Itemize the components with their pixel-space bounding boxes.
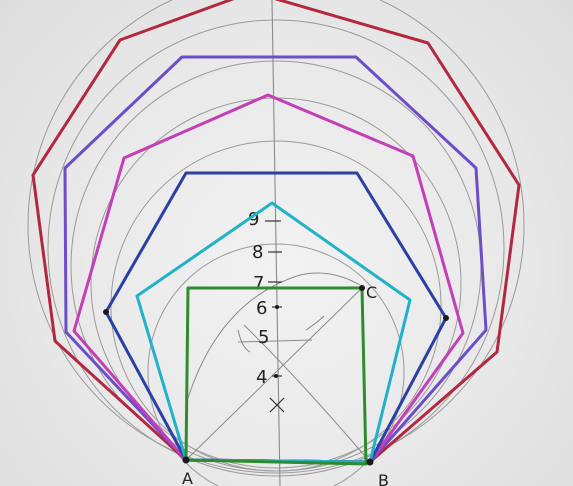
point-b xyxy=(366,458,374,466)
axis-mark-labels: 4 5 6 7 8 9 xyxy=(248,209,285,413)
vertex-points xyxy=(103,285,449,466)
point-a xyxy=(182,456,190,464)
perpendicular-bisector-line xyxy=(271,0,281,486)
polygon-9-sides xyxy=(31,0,521,464)
point-6 xyxy=(275,305,279,309)
mark-6: 6 xyxy=(256,298,267,319)
mark-9: 9 xyxy=(248,209,259,230)
mark-7: 7 xyxy=(253,273,264,294)
arc-from-a xyxy=(187,272,361,399)
square-diagonal xyxy=(185,287,363,461)
polygon-5-sides xyxy=(135,201,412,464)
radius-arc-mark-2 xyxy=(305,315,325,331)
construction-arcs xyxy=(185,272,371,463)
point-106 xyxy=(103,309,109,315)
construction-circle-8 xyxy=(47,19,505,477)
radius-arc-mark xyxy=(237,329,251,353)
point-446 xyxy=(443,315,449,321)
polygons xyxy=(31,0,521,466)
point-4 xyxy=(274,374,278,378)
polygon-7-sides xyxy=(72,93,465,464)
bisector-tick xyxy=(237,339,313,343)
point-c xyxy=(359,285,365,291)
mark-4: 4 xyxy=(256,367,267,388)
mark-5: 5 xyxy=(258,327,269,348)
label-a: A xyxy=(182,469,193,486)
cross-mark-b xyxy=(269,397,285,413)
polygon-8-sides xyxy=(63,55,488,464)
construction-circle-9 xyxy=(27,0,525,474)
label-b: B xyxy=(378,471,389,486)
mark-8: 8 xyxy=(252,242,263,263)
label-c: C xyxy=(366,283,377,302)
arc-center-b xyxy=(243,324,371,463)
